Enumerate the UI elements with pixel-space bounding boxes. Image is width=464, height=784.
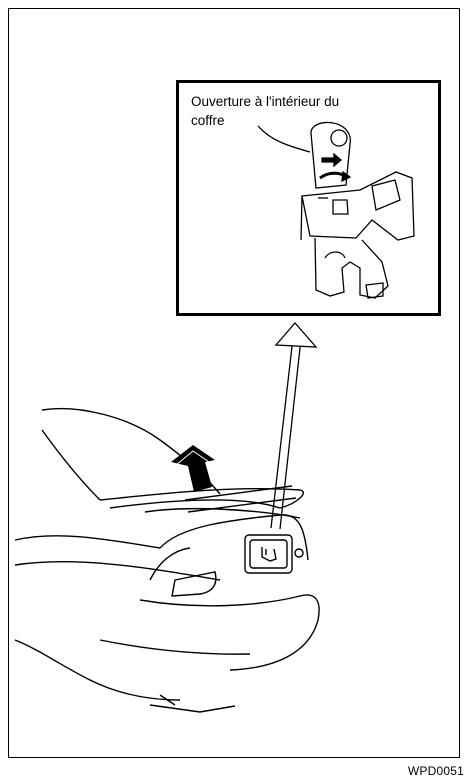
reference-code: WPD0051 xyxy=(408,764,464,778)
hand-icon xyxy=(262,547,276,561)
car-rear-illustration xyxy=(15,409,319,712)
callout-label: Ouverture à l'intérieur du coffre xyxy=(191,92,339,130)
callout-line-2: coffre xyxy=(191,111,339,130)
up-arrow-icon xyxy=(171,445,215,492)
callout-line-1: Ouverture à l'intérieur du xyxy=(191,92,339,111)
